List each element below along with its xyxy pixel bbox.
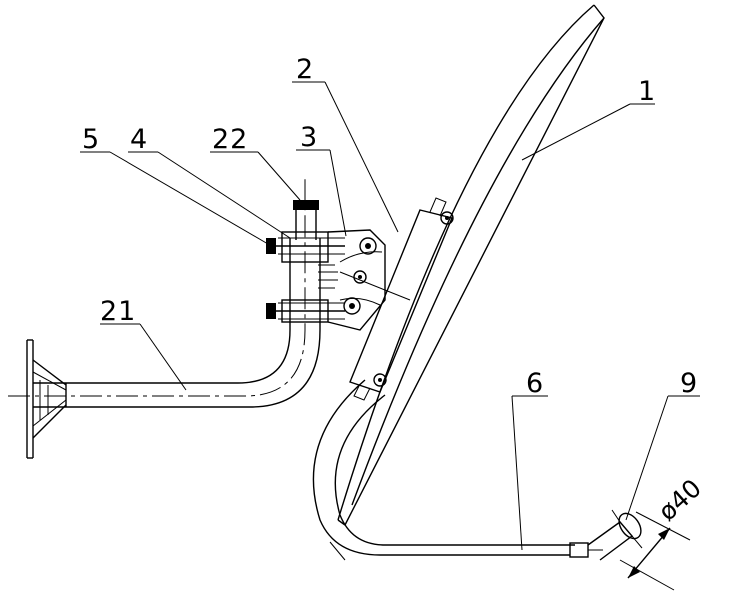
callout-4: 4 (130, 124, 148, 155)
wall-mount-plate (26, 339, 67, 459)
callout-2: 2 (296, 54, 314, 85)
diameter-dimension: ø40 (619, 473, 707, 591)
callout-22: 22 (212, 124, 248, 155)
support-arm-21 (8, 175, 321, 408)
callout-9: 9 (680, 368, 698, 399)
feed-arm-6 (312, 379, 603, 561)
callout-1: 1 (638, 76, 656, 107)
bracket-3 (327, 229, 411, 331)
mast-clamp (266, 231, 345, 323)
leader-lines (80, 81, 700, 551)
callout-5: 5 (82, 124, 100, 155)
mast-cap-22 (293, 200, 319, 240)
dish-reflector-1 (337, 4, 605, 526)
callout-6: 6 (526, 368, 544, 399)
diameter-label: ø40 (653, 473, 707, 526)
feed-holder-9 (587, 509, 643, 561)
dish-back-bracket-2 (349, 197, 454, 401)
callout-3: 3 (300, 122, 318, 153)
callout-labels: 1 2 3 22 4 5 21 6 9 (82, 54, 698, 399)
callout-21: 21 (100, 296, 136, 327)
